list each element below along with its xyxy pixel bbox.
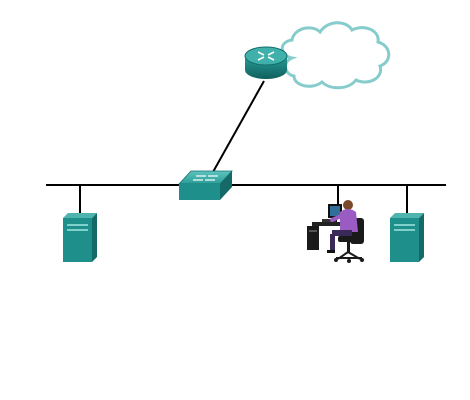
link-router-switch: [212, 80, 265, 173]
switch-icon[interactable]: [178, 170, 233, 200]
server-icon[interactable]: [390, 213, 424, 262]
router-icon[interactable]: [244, 46, 288, 79]
cloud-icon: [280, 21, 391, 90]
user-workstation-icon[interactable]: [307, 200, 364, 263]
server-icon[interactable]: [63, 213, 97, 262]
